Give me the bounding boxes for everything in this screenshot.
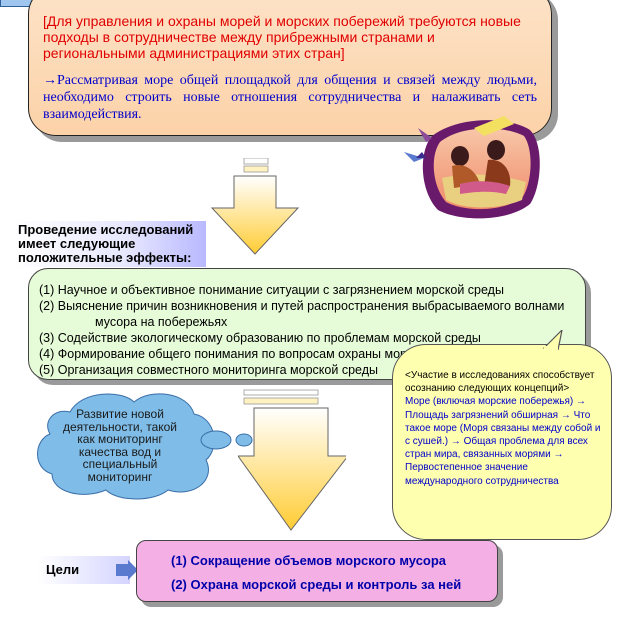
cooperation-conclusion: →Рассматривая море общей площадкой для о… bbox=[43, 73, 537, 122]
concepts-callout: <Участие в исследованиях способствует ос… bbox=[392, 344, 612, 540]
effect-item: мусора на побережьях bbox=[95, 315, 228, 329]
callout-intro: <Участие в исследованиях способствует ос… bbox=[405, 370, 595, 395]
down-arrow-1 bbox=[210, 158, 300, 255]
cooperation-statement: [Для управления и охраны морей и морских… bbox=[43, 13, 521, 61]
cloud-text: Развитие новой деятельности, такой как м… bbox=[62, 407, 178, 484]
effect-item: (4) Формирование общего понимания по воп… bbox=[39, 347, 473, 361]
goals-label: Цели bbox=[38, 556, 130, 584]
goals-box: (1) Сокращение объемов морского мусора (… bbox=[136, 540, 498, 602]
effects-label: Проведение исследований имеет следующие … bbox=[14, 221, 206, 267]
down-arrow-2 bbox=[238, 389, 346, 531]
beach-people-illustration bbox=[404, 116, 540, 219]
effect-item: (2) Выяснение причин возникновения и пут… bbox=[39, 299, 565, 313]
cloud-bubbles bbox=[200, 430, 253, 450]
cooperation-box: [Для управления и охраны морей и морских… bbox=[28, 0, 552, 136]
effect-item: (1) Научное и объективное понимание ситу… bbox=[39, 283, 504, 297]
goals-pointer-arrow bbox=[116, 560, 138, 580]
callout-concepts: Море (включая морские побережья) → Площа… bbox=[405, 396, 601, 487]
effect-item: (5) Организация совместного мониторинга … bbox=[39, 363, 378, 377]
callout-pointer bbox=[542, 330, 563, 350]
goal-item: (2) Охрана морской среды и контроль за н… bbox=[171, 577, 462, 592]
effect-item: (3) Содействие экологическому образовани… bbox=[39, 331, 481, 345]
goal-item: (1) Сокращение объемов морского мусора bbox=[171, 553, 447, 568]
